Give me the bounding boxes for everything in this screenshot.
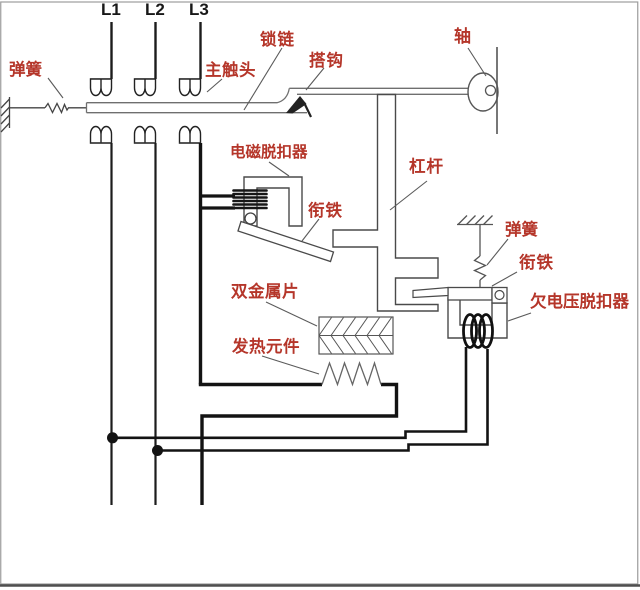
uv-wire-a [112,347,468,440]
bimetal-strip [318,316,394,355]
upper-contact [133,78,157,97]
heater-return-wire [200,382,399,505]
trip-lever [332,93,439,312]
undervoltage-trip [412,286,508,349]
label-lever: 杠杆 [409,156,444,176]
label-spring-left: 弹簧 [9,59,42,79]
wall-hatch [0,98,10,133]
heater-element [321,360,382,387]
lower-contact [178,125,202,144]
em-armature-pivot [244,212,257,225]
release-bar [289,87,470,95]
shaft-pivot [467,47,499,134]
pole-l2 [133,22,157,505]
leader-lines [47,47,532,375]
spring-zigzag [472,255,488,281]
lower-contact [89,125,113,144]
junction-dot-l1 [107,432,118,444]
upper-contact [89,78,113,97]
upper-contact [178,78,202,97]
uv-coil [462,313,494,349]
label-main-contact: 主触头 [205,60,256,80]
label-phase-l3: L3 [189,0,209,19]
main-contact-bar [85,88,307,114]
pole-l3 [178,22,202,144]
em-coil [232,189,268,210]
uv-wire-b [157,349,489,452]
label-phase-l1: L1 [101,0,121,19]
em-armature [237,220,335,263]
latch-hook-arrow [286,96,312,118]
right-spring-anchor [457,215,493,288]
label-phase-l2: L2 [145,0,165,19]
junction-dot-l2 [152,445,163,456]
label-em-armature: 衔铁 [308,200,343,220]
pole-l1 [89,22,113,505]
left-spring-anchor [0,97,87,133]
uv-pivot [494,289,505,301]
electromagnetic-trip [232,176,335,263]
label-bimetal: 双金属片 [231,281,299,301]
labels: L1 L2 L3 弹簧 主触头 锁链 搭钩 轴 电磁脱扣器 衔铁 杠杆 弹簧 衔… [9,0,630,356]
lower-contact [133,125,157,144]
label-shaft: 轴 [454,26,471,46]
uv-armature-tongue [412,286,449,299]
label-uv-trip: 欠电压脱扣器 [530,291,630,311]
label-lock-chain: 锁链 [260,29,295,49]
label-heater: 发热元件 [231,336,300,356]
uv-coil-wiring [112,347,489,452]
label-em-trip: 电磁脱扣器 [230,142,308,161]
label-spring-right: 弹簧 [505,219,538,239]
anchor-hatch [457,215,493,225]
spring-zigzag [44,102,87,115]
uv-armature-plate [447,286,493,301]
label-hook: 搭钩 [309,50,344,70]
label-uv-armature: 衔铁 [519,252,554,272]
coil-taps [200,194,235,210]
thick-circuit-wiring [198,143,399,505]
